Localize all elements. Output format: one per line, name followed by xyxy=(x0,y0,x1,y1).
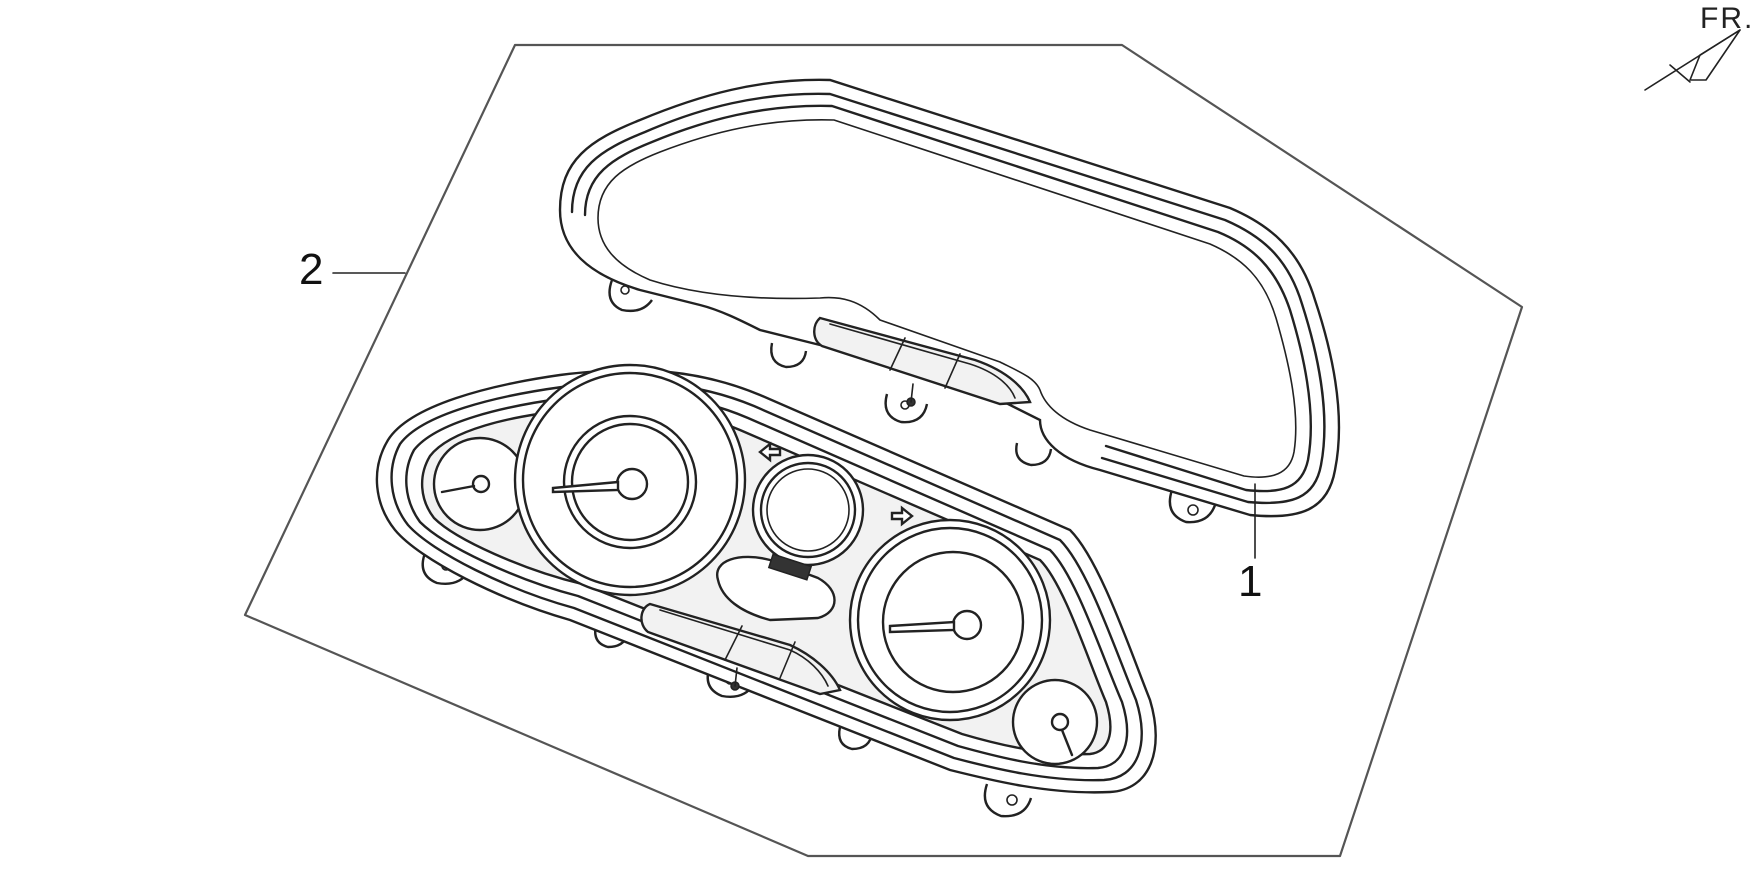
instrument-cluster-icon xyxy=(375,363,1157,818)
assembly-group-frame xyxy=(243,43,1524,858)
part-2-callout: 2 xyxy=(299,245,324,294)
front-direction-label: FR. xyxy=(1700,2,1755,35)
part-1-callout: 1 xyxy=(1238,557,1263,606)
front-direction-arrow-icon xyxy=(1644,29,1741,91)
meter-visor-cover-icon xyxy=(558,78,1341,524)
